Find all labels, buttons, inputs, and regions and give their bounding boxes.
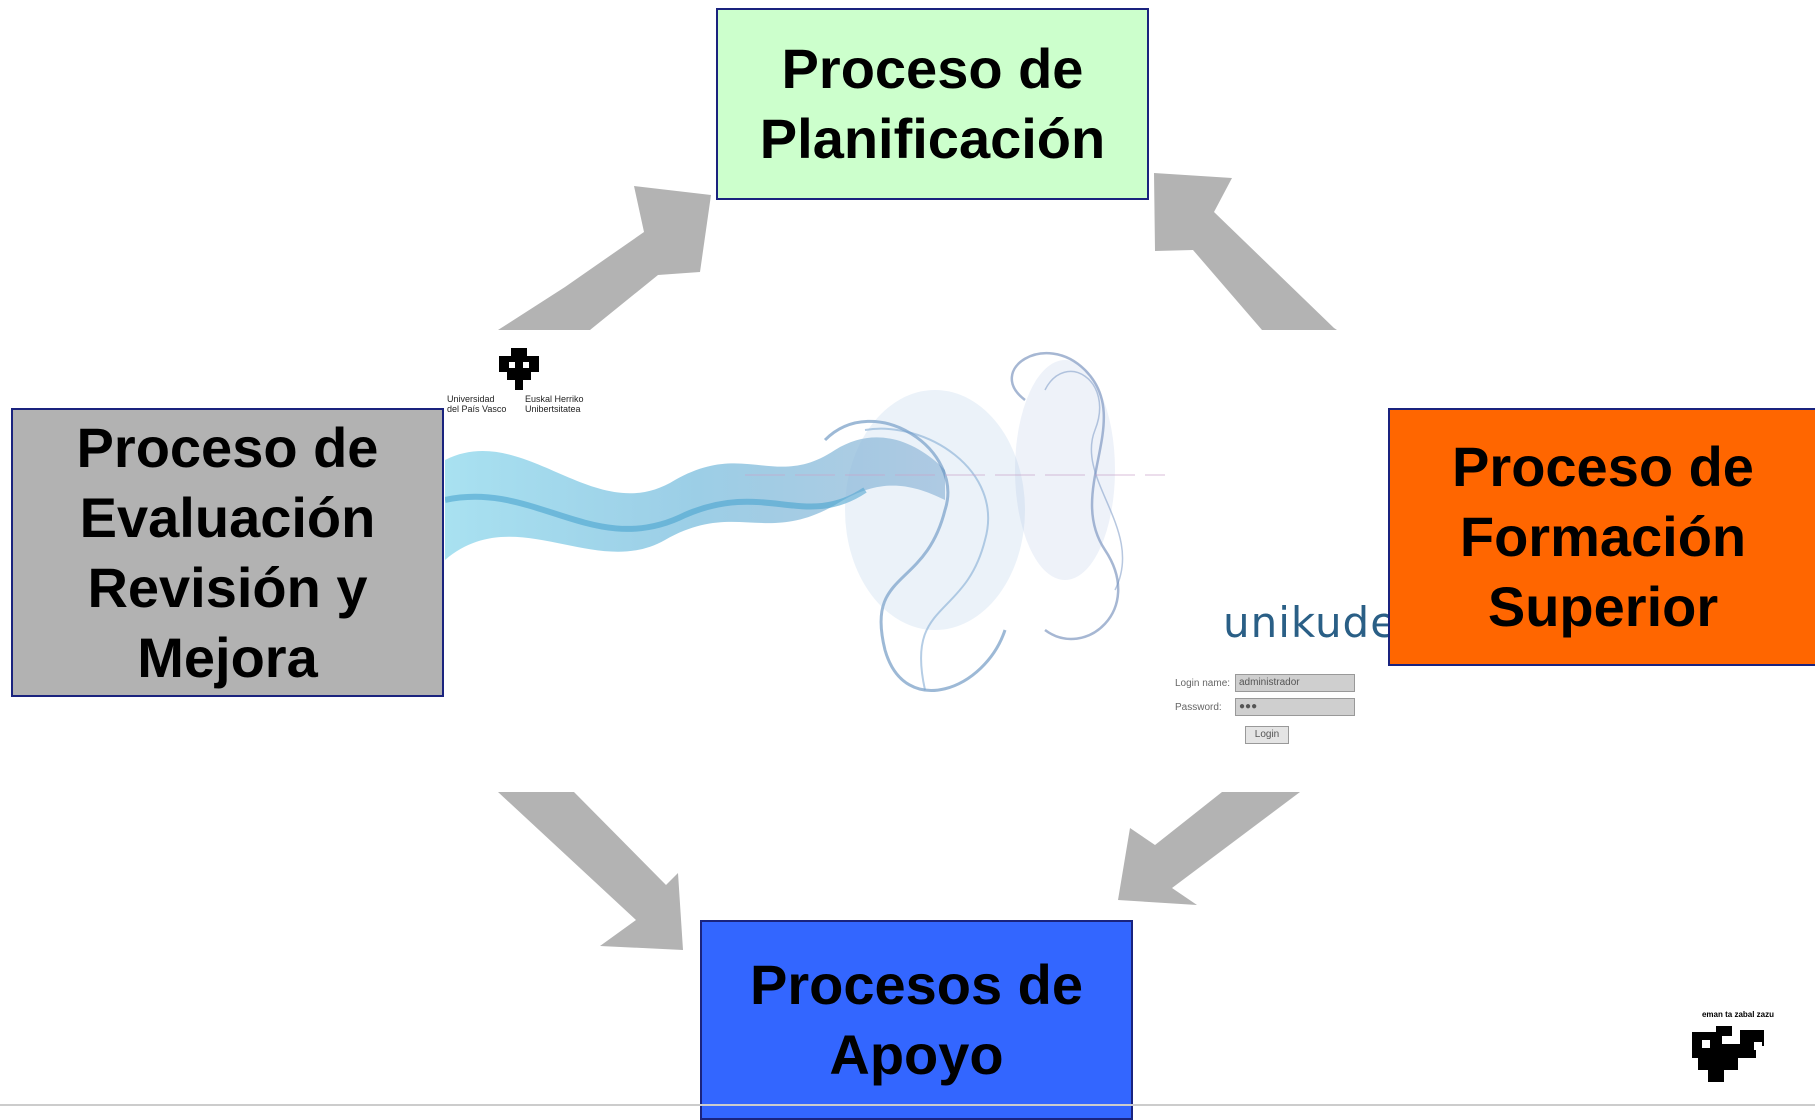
login-name-field[interactable]: administrador <box>1235 674 1355 692</box>
login-name-label: Login name: <box>1175 678 1231 689</box>
arrow-training-to-support <box>1118 792 1300 905</box>
support-process-box: Procesos de Apoyo <box>700 920 1133 1120</box>
ehu-text: Euskal Herriko Unibertsitatea <box>525 394 584 414</box>
training-process-label: Proceso de Formación Superior <box>1452 435 1754 638</box>
unikude-login-screenshot: Universidad del País Vasco Euskal Herrik… <box>445 330 1388 790</box>
unikude-wordmark: unikude <box>1223 598 1388 647</box>
unikude-brand: unikude* <box>1223 598 1388 647</box>
smoke-artwork <box>445 351 1165 692</box>
corner-upv-logo: eman ta zabal zazu <box>1688 1010 1788 1100</box>
upv-text: Universidad del País Vasco <box>447 394 507 414</box>
password-field[interactable]: ●●● <box>1235 698 1355 716</box>
upv-ehu-emblem-icon <box>499 348 539 390</box>
planning-process-box: Proceso de Planificación <box>716 8 1149 200</box>
corner-logo-motto: eman ta zabal zazu <box>1701 1010 1775 1019</box>
upv-emblem-icon <box>1692 1026 1764 1082</box>
login-button[interactable]: Login <box>1245 726 1289 744</box>
support-process-label: Procesos de Apoyo <box>749 953 1084 1086</box>
arrow-evaluation-to-planning <box>498 186 711 330</box>
bottom-divider <box>0 1104 1815 1106</box>
planning-process-label: Proceso de Planificación <box>759 37 1106 170</box>
arrow-training-to-planning <box>1154 173 1337 330</box>
evaluation-process-box: Proceso de Evaluación Revisión y Mejora <box>11 408 444 697</box>
password-label: Password: <box>1175 702 1222 713</box>
upv-ehu-logo: Universidad del País Vasco Euskal Herrik… <box>447 338 597 418</box>
training-process-box: Proceso de Formación Superior <box>1388 408 1815 666</box>
evaluation-process-label: Proceso de Evaluación Revisión y Mejora <box>76 415 379 689</box>
arrow-evaluation-to-support <box>498 792 683 950</box>
